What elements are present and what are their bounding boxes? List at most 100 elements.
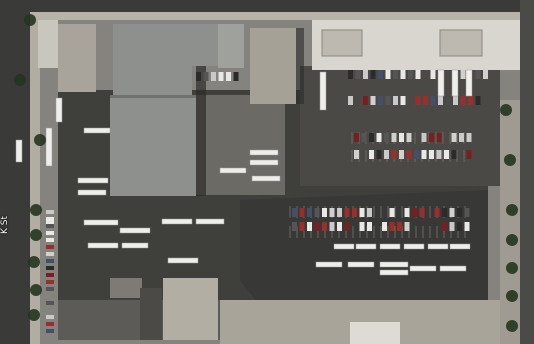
car xyxy=(464,208,470,217)
car xyxy=(376,133,382,142)
car xyxy=(400,96,406,105)
car xyxy=(299,222,305,231)
bus xyxy=(465,69,473,97)
bus xyxy=(427,243,449,250)
bus xyxy=(315,261,343,268)
car xyxy=(211,72,216,81)
car xyxy=(434,208,440,217)
car xyxy=(196,72,201,81)
tree xyxy=(34,134,46,146)
car xyxy=(337,208,342,217)
bus xyxy=(437,69,445,97)
car xyxy=(453,96,458,105)
car xyxy=(233,72,239,81)
car xyxy=(468,96,473,105)
road-left-k-st xyxy=(0,0,30,344)
bus xyxy=(161,218,193,225)
bus xyxy=(119,227,151,234)
tree xyxy=(506,262,518,274)
car xyxy=(46,301,54,305)
tree xyxy=(506,234,518,246)
car xyxy=(46,266,54,270)
car xyxy=(429,133,434,142)
car xyxy=(412,208,417,217)
car xyxy=(460,96,466,105)
bus xyxy=(83,127,111,134)
bus xyxy=(451,69,459,97)
street-label-k-st: K St xyxy=(0,215,10,234)
car xyxy=(46,231,54,235)
sidewalk-top xyxy=(30,12,534,20)
car xyxy=(363,96,368,105)
car xyxy=(370,70,376,79)
car xyxy=(367,208,372,217)
building-south-shed xyxy=(140,288,162,340)
car xyxy=(46,224,54,228)
car xyxy=(384,150,389,159)
car xyxy=(466,133,472,142)
tree xyxy=(506,204,518,216)
tree xyxy=(28,309,40,321)
car xyxy=(419,208,425,217)
car xyxy=(46,315,54,319)
bus xyxy=(333,243,355,250)
car xyxy=(314,208,320,217)
bus xyxy=(251,175,281,182)
car xyxy=(46,329,54,333)
car xyxy=(352,208,357,217)
car xyxy=(46,245,54,249)
building-se-white xyxy=(350,322,400,344)
car xyxy=(442,222,447,231)
car xyxy=(404,222,410,231)
street-trees xyxy=(14,14,518,332)
car xyxy=(457,222,462,231)
bus xyxy=(439,265,467,272)
car xyxy=(344,208,350,217)
car xyxy=(475,96,481,105)
car xyxy=(359,208,365,217)
car xyxy=(429,150,434,159)
bus xyxy=(45,127,53,167)
car xyxy=(391,150,397,159)
car xyxy=(46,287,54,291)
car xyxy=(203,72,209,81)
car xyxy=(369,133,374,142)
tree xyxy=(506,290,518,302)
car xyxy=(449,222,455,231)
sidewalk-right xyxy=(500,100,520,344)
car xyxy=(430,96,436,105)
road-top xyxy=(0,0,534,13)
car xyxy=(464,222,470,231)
car xyxy=(399,133,404,142)
car xyxy=(322,208,327,217)
tree xyxy=(504,154,516,166)
building-south-tan xyxy=(163,278,218,340)
car xyxy=(449,208,455,217)
sidewalk-left xyxy=(30,12,40,344)
car xyxy=(459,133,464,142)
tree xyxy=(30,284,42,296)
car xyxy=(389,208,395,217)
bus xyxy=(87,242,119,249)
car xyxy=(354,150,359,159)
bus xyxy=(379,243,401,250)
roof-unit-2 xyxy=(439,29,483,57)
car xyxy=(421,150,427,159)
car xyxy=(385,70,391,79)
car xyxy=(354,133,359,142)
car xyxy=(322,222,327,231)
bus xyxy=(409,265,437,272)
car xyxy=(367,222,372,231)
car xyxy=(361,133,367,142)
car xyxy=(438,96,443,105)
building-north-annex xyxy=(218,24,244,68)
building-nw-annex xyxy=(58,24,96,92)
car xyxy=(415,70,421,79)
car xyxy=(421,133,427,142)
tree xyxy=(28,256,40,268)
tree xyxy=(30,204,42,216)
car xyxy=(436,150,442,159)
car xyxy=(307,222,312,231)
